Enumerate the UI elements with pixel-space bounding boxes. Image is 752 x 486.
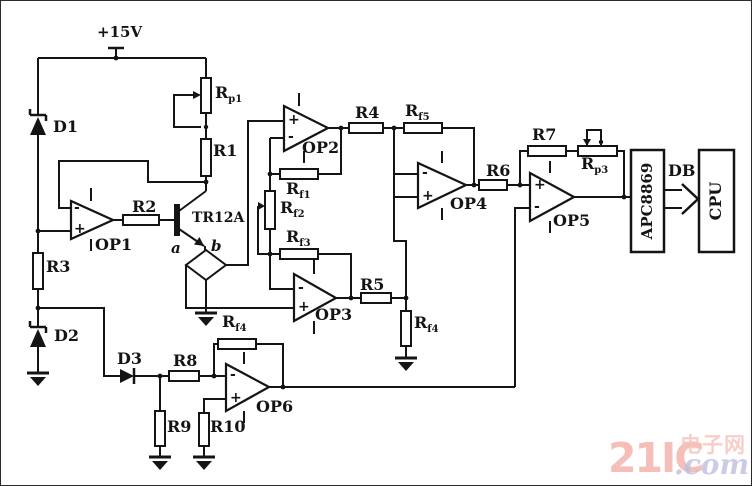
label-cpu-chip: CPU bbox=[706, 181, 725, 221]
resistor-r4 bbox=[348, 122, 384, 134]
op1-minus-sign: - bbox=[74, 200, 80, 216]
resistor-r5 bbox=[360, 292, 392, 304]
resistor-r6 bbox=[478, 179, 508, 191]
resistor-rf2 bbox=[264, 190, 276, 230]
ground-r10 bbox=[193, 455, 215, 470]
junction-dots bbox=[35, 55, 627, 390]
label-rp1: Rp1 bbox=[215, 83, 243, 105]
ground-rf4 bbox=[395, 356, 417, 371]
rp3-wiper-arrow-icon bbox=[583, 139, 591, 146]
label-r9: R9 bbox=[167, 417, 192, 436]
watermark-brand: 21IC bbox=[608, 434, 704, 482]
label-r4: R4 bbox=[355, 103, 380, 122]
resistor-rf4-op6 bbox=[217, 338, 257, 350]
op2-plus-sign: + bbox=[288, 112, 300, 128]
label-rf5: Rf5 bbox=[405, 101, 430, 123]
op6-minus-sign: - bbox=[230, 367, 236, 383]
power-rail-wire bbox=[38, 46, 206, 59]
label-r1: R1 bbox=[213, 141, 238, 160]
label-tr12a: TR12A bbox=[192, 210, 245, 226]
opamp-op4 bbox=[416, 161, 469, 210]
ground-d2 bbox=[27, 371, 49, 386]
zener-d2 bbox=[28, 321, 48, 347]
label-r5: R5 bbox=[360, 275, 385, 294]
label-op1: OP1 bbox=[95, 235, 133, 254]
cpu-block bbox=[697, 148, 736, 254]
resistor-r10 bbox=[198, 412, 210, 447]
label-db: DB bbox=[668, 161, 696, 180]
op2-minus-sign: - bbox=[288, 129, 294, 145]
resistor-rf3 bbox=[279, 248, 319, 260]
opamp-op6 bbox=[224, 362, 272, 413]
resistor-r1 bbox=[200, 138, 212, 177]
opamp-op1 bbox=[69, 199, 116, 241]
label-r7: R7 bbox=[532, 125, 557, 144]
ground-bridge bbox=[195, 311, 217, 326]
label-power-rail: +15V bbox=[97, 23, 143, 41]
op5-minus-sign: - bbox=[534, 199, 540, 215]
op6-wires bbox=[134, 343, 515, 457]
label-op5: OP5 bbox=[553, 211, 591, 230]
label-adc-chip: APC8869 bbox=[638, 162, 656, 240]
op2-op3-wires bbox=[257, 93, 361, 334]
opamp-op5 bbox=[528, 171, 577, 223]
zener-d1 bbox=[28, 109, 48, 135]
resistor-rp3 bbox=[577, 145, 618, 157]
resistor-rf1 bbox=[279, 168, 319, 180]
label-r6: R6 bbox=[486, 161, 511, 180]
label-r3: R3 bbox=[46, 257, 71, 276]
rf2-wiper-arrow-icon bbox=[258, 202, 265, 210]
label-d3: D3 bbox=[117, 349, 143, 368]
label-rp3: Rp3 bbox=[581, 154, 609, 176]
diode-d3 bbox=[120, 368, 136, 384]
op6-plus-sign: + bbox=[230, 390, 242, 406]
resistor-r2 bbox=[122, 214, 160, 226]
op4-plus-sign: + bbox=[422, 188, 434, 204]
transistor-tr12a bbox=[174, 204, 204, 246]
op4-wires bbox=[383, 127, 479, 358]
label-r10: R10 bbox=[210, 417, 246, 436]
label-op3: OP3 bbox=[315, 305, 353, 324]
op5-plus-sign: + bbox=[534, 177, 546, 193]
label-rf4-op6: Rf4 bbox=[222, 312, 247, 334]
op1-plus-sign: + bbox=[74, 221, 86, 237]
op3-plus-sign: + bbox=[298, 299, 310, 315]
resistor-r8 bbox=[168, 370, 200, 382]
ground-symbols bbox=[27, 311, 417, 470]
label-d1: D1 bbox=[53, 117, 79, 136]
resistor-r9 bbox=[154, 410, 166, 447]
op3-minus-sign: - bbox=[298, 280, 304, 296]
db-bus-wires bbox=[664, 183, 700, 215]
label-r8: R8 bbox=[173, 351, 198, 370]
watermark-tld: .com bbox=[674, 448, 750, 481]
resistor-rf4-shunt bbox=[400, 310, 412, 347]
resistor-rf5 bbox=[403, 122, 443, 134]
label-op6: OP6 bbox=[256, 397, 294, 416]
label-op4: OP4 bbox=[450, 194, 488, 213]
watermark-cn: 电子网 bbox=[680, 433, 746, 457]
resistor-r7 bbox=[527, 145, 567, 157]
label-rf1: Rf1 bbox=[286, 179, 311, 201]
rp1-wiper-arrow-icon bbox=[193, 91, 201, 99]
label-rf3: Rf3 bbox=[286, 227, 311, 249]
resistor-r3 bbox=[32, 252, 44, 290]
label-rf4-shunt: Rf4 bbox=[414, 313, 439, 335]
label-node-b: b bbox=[211, 237, 222, 255]
label-op2: OP2 bbox=[302, 138, 340, 157]
resistor-rp1 bbox=[200, 77, 212, 114]
opamp-op3 bbox=[292, 272, 339, 323]
op5-wires bbox=[507, 129, 631, 387]
label-d2: D2 bbox=[54, 326, 80, 345]
label-r2: R2 bbox=[132, 197, 157, 216]
ground-r9 bbox=[149, 455, 171, 470]
label-rf2: Rf2 bbox=[280, 198, 305, 220]
sensor-bridge-diamond bbox=[184, 248, 228, 282]
opamp-op2 bbox=[282, 104, 331, 153]
label-node-a: a bbox=[171, 239, 181, 257]
op4-minus-sign: - bbox=[422, 165, 428, 181]
bridge-wires bbox=[185, 120, 294, 313]
adc-block bbox=[629, 148, 666, 254]
